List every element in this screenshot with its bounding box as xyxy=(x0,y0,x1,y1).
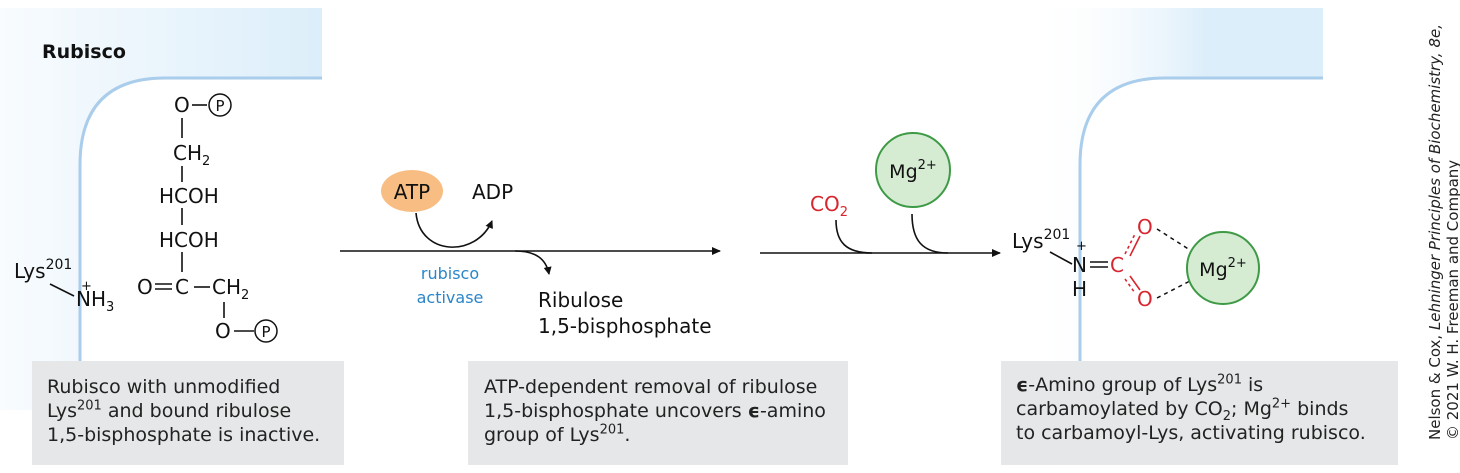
caption-amino-uncovered: ATP-dependent removal of ribulose 1,5-bi… xyxy=(468,361,848,465)
rubp-keto-c: C xyxy=(175,275,189,299)
phosphate-icon xyxy=(254,319,278,343)
carbamate-c: C xyxy=(1110,253,1124,277)
activated-enzyme-shape xyxy=(1030,8,1323,410)
carbamate-o-bottom: O xyxy=(1137,287,1153,311)
rubp-hcoh-2: HCOH xyxy=(159,228,219,252)
carbamate-h: H xyxy=(1072,277,1087,301)
nh3-label: NH3 xyxy=(76,287,114,315)
coordination-bond-bottom xyxy=(1156,280,1191,299)
mg-incoming-arrow xyxy=(911,213,949,254)
carbamate-n: N xyxy=(1072,253,1087,277)
lys-label-left: Lys201 xyxy=(14,257,72,283)
co2-incoming-arrow xyxy=(835,219,873,254)
carbamate-charge: + xyxy=(1076,239,1087,254)
rubp-o-bottom: O xyxy=(215,319,231,343)
mg-ion-reactant xyxy=(875,132,951,208)
mg-ion-product xyxy=(1186,231,1260,305)
mg-label-reactant: Mg2+ xyxy=(889,158,937,183)
carbamoyl-lysine-complex: Lys201 + N H C O O Mg2+ xyxy=(1012,215,1260,311)
rubisco-enzyme-shape xyxy=(0,8,322,410)
ribulose-bisphosphate-structure: O P CH2 HCOH HCOH O C CH2 O P xyxy=(137,93,278,343)
product-ribulose-line1: Ribulose xyxy=(538,288,623,312)
atp-badge xyxy=(381,170,443,212)
activated-enzyme-edge xyxy=(1078,76,1323,410)
panel-title: Rubisco xyxy=(42,41,126,63)
lys-charge-left: + xyxy=(81,279,92,294)
co2-label: CO2 xyxy=(810,192,848,220)
svg-text:Nelson & Cox, Lehninger Princi: Nelson & Cox, Lehninger Principles of Bi… xyxy=(1426,24,1444,440)
enzyme-label-line2: activase xyxy=(417,288,484,307)
rubp-p-bottom: P xyxy=(261,323,270,341)
mg-label-product: Mg2+ xyxy=(1199,256,1247,281)
rubp-o-top: O xyxy=(174,93,190,117)
adp-label: ADP xyxy=(472,180,513,204)
coordination-bond-top xyxy=(1156,228,1191,251)
phosphate-icon xyxy=(208,93,232,117)
carbamate-o-top: O xyxy=(1137,215,1153,239)
atp-label: ATP xyxy=(394,180,430,204)
rubp-hcoh-1: HCOH xyxy=(159,184,219,208)
caption-carbamoylation: ϵ-Amino group of Lys201 is carbamoylated… xyxy=(1001,361,1398,465)
product-ribulose-line2: 1,5-bisphosphate xyxy=(538,314,712,338)
rubp-p-top: P xyxy=(215,97,224,115)
rubp-ch2-bottom: CH2 xyxy=(212,275,249,303)
svg-text:© 2021 W. H. Freeman and Compa: © 2021 W. H. Freeman and Company xyxy=(1444,160,1460,440)
enzyme-label-line1: rubisco xyxy=(421,264,479,283)
copyright-credit: Nelson & Cox, Lehninger Principles of Bi… xyxy=(1426,24,1460,440)
lys-label-right: Lys201 xyxy=(1012,227,1070,253)
atp-to-adp-arrow xyxy=(415,212,493,248)
rubp-keto-o: O xyxy=(137,275,153,299)
caption-inactive-rubisco: Rubisco with unmodified Lys201 and bound… xyxy=(32,361,344,465)
rubisco-enzyme-edge xyxy=(78,76,322,410)
rubp-ch2-top: CH2 xyxy=(173,141,210,169)
ribulose-release-arrow xyxy=(514,250,552,275)
lysine-amino-left: Lys201 + NH3 xyxy=(14,257,114,315)
